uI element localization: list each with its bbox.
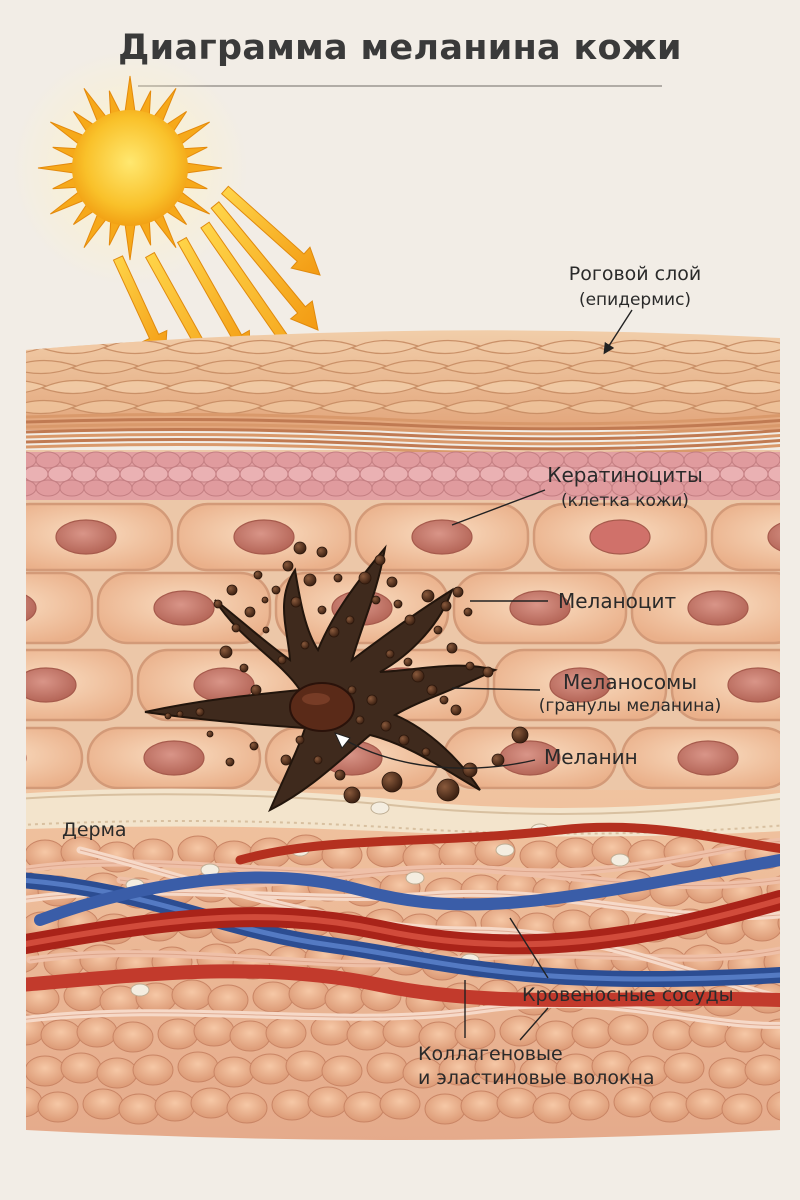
- label-dermis: Дерма: [62, 819, 127, 841]
- label-melanosomes-sub: (гранулы меланина): [538, 696, 722, 716]
- label-blood-vessels: Кровеносные сосуды: [522, 984, 734, 1006]
- label-keratinocytes-sub: (клетка кожи): [561, 491, 689, 511]
- keratinocyte-cells: [26, 502, 780, 790]
- label-keratinocytes: Кератиноциты: [547, 463, 703, 487]
- blood-vessels: [26, 822, 780, 1007]
- stratum-lucidum-band: [26, 412, 780, 456]
- label-melanocyte: Меланоцит: [558, 589, 677, 613]
- label-fibers-line1: Коллагеновые: [418, 1043, 563, 1065]
- vein-upper: [34, 854, 780, 926]
- label-fibers-line2: и эластиновые волокна: [418, 1067, 655, 1089]
- page-title: Диаграмма меланина кожи: [118, 28, 682, 68]
- label-stratum-corneum-sub: (епидермис): [578, 290, 692, 310]
- melanocyte-nucleus: [289, 682, 355, 732]
- label-stratum-corneum: Роговой слой: [568, 263, 702, 285]
- melanocyte-cell: [144, 544, 498, 813]
- melanin-granules: [164, 541, 529, 804]
- leader-lines: [334, 309, 633, 1041]
- sun-icon: [12, 50, 248, 286]
- label-melanin: Меланин: [544, 745, 638, 769]
- label-melanosomes: Меланосомы: [562, 670, 698, 694]
- skin-block: [26, 330, 780, 1140]
- artery-lower: [26, 964, 780, 1007]
